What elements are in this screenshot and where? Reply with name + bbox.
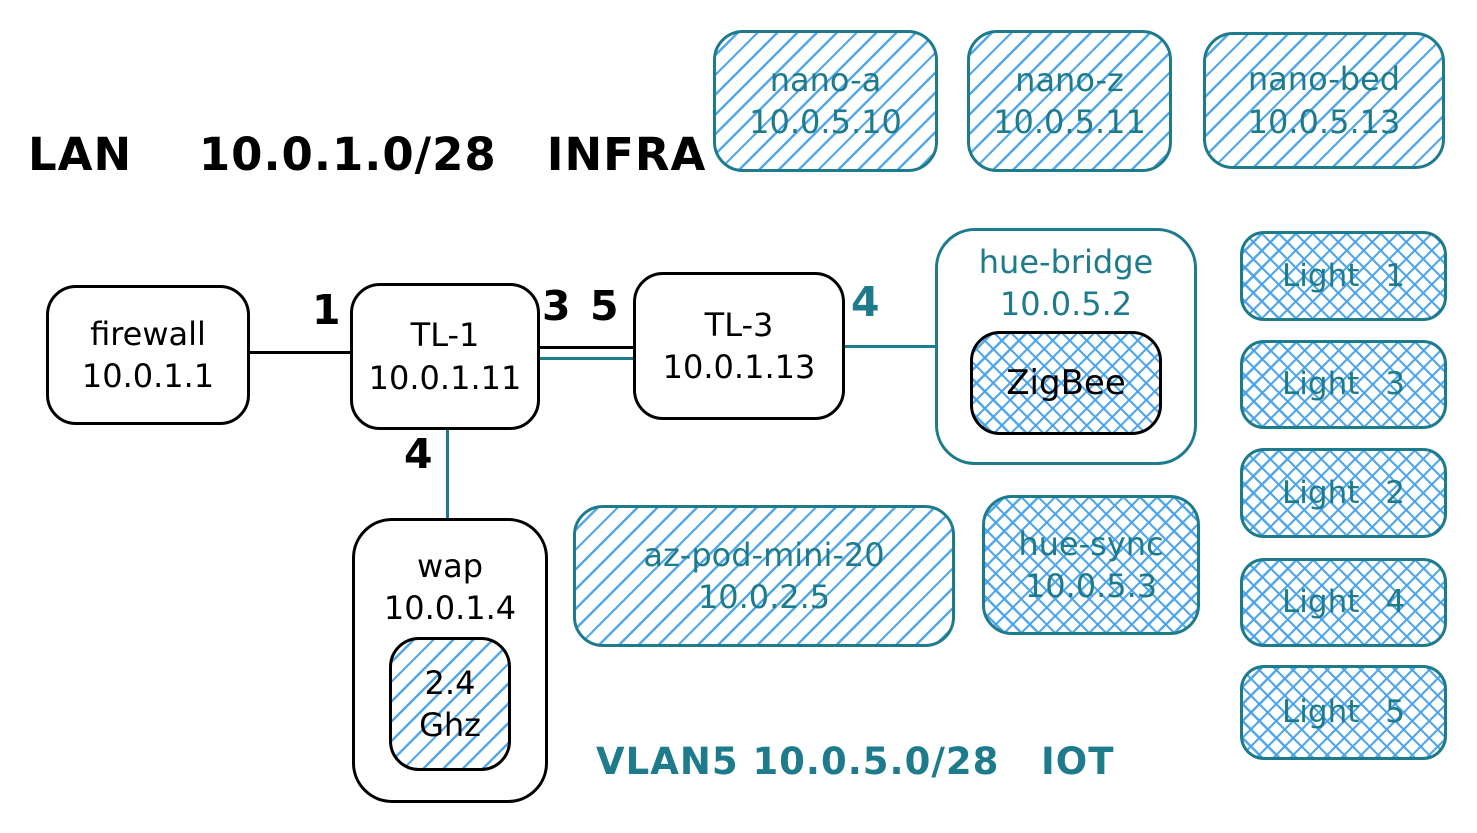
node-az-pod-mini-20-name: az-pod-mini-20 bbox=[643, 535, 885, 574]
node-nano-z: nano-z 10.0.5.11 bbox=[967, 30, 1172, 172]
node-hue-bridge: hue-bridge 10.0.5.2 ZigBee bbox=[935, 228, 1197, 465]
node-light-1-label: Light 1 bbox=[1282, 257, 1405, 294]
link-tl1-tl3-teal bbox=[540, 357, 635, 360]
node-tl1: TL-1 10.0.1.11 bbox=[350, 283, 540, 430]
node-az-pod-mini-20-ip: 10.0.2.5 bbox=[697, 578, 831, 616]
node-light-4: Light 4 bbox=[1240, 558, 1447, 647]
port-label-tl1-port4: 4 bbox=[404, 430, 433, 478]
node-firewall: firewall 10.0.1.1 bbox=[46, 285, 250, 425]
node-nano-bed: nano-bed 10.0.5.13 bbox=[1203, 32, 1445, 169]
node-light-5-label: Light 5 bbox=[1282, 694, 1405, 731]
node-light-2-label: Light 2 bbox=[1282, 474, 1405, 511]
node-firewall-name: firewall bbox=[90, 314, 206, 353]
node-hue-sync-ip: 10.0.5.3 bbox=[1024, 567, 1158, 605]
node-hue-sync-name: hue-sync bbox=[1018, 524, 1164, 563]
node-nano-a-name: nano-a bbox=[769, 60, 882, 99]
node-tl3-name: TL-3 bbox=[704, 305, 774, 344]
node-firewall-ip: 10.0.1.1 bbox=[81, 357, 215, 395]
node-wap-name: wap bbox=[416, 547, 484, 585]
node-wap-radio: 2.4 Ghz bbox=[389, 637, 511, 772]
node-hue-bridge-zigbee: ZigBee bbox=[970, 331, 1162, 436]
node-light-4-label: Light 4 bbox=[1282, 584, 1405, 621]
node-hue-bridge-ip: 10.0.5.2 bbox=[999, 285, 1133, 324]
node-wap: wap 10.0.1.4 2.4 Ghz bbox=[352, 518, 548, 803]
node-light-2: Light 2 bbox=[1240, 448, 1447, 538]
link-firewall-tl1 bbox=[250, 351, 352, 354]
node-nano-a-ip: 10.0.5.10 bbox=[749, 103, 902, 141]
link-tl3-hue-bridge bbox=[845, 345, 937, 348]
node-nano-bed-ip: 10.0.5.13 bbox=[1247, 102, 1401, 141]
node-tl3: TL-3 10.0.1.13 bbox=[633, 272, 845, 420]
lan-subnet-title: LAN 10.0.1.0/28 INFRA bbox=[28, 128, 707, 181]
node-tl1-name: TL-1 bbox=[410, 316, 480, 355]
port-label-tl1-port1: 1 bbox=[312, 286, 341, 334]
node-wap-ip: 10.0.1.4 bbox=[383, 589, 517, 628]
node-light-5: Light 5 bbox=[1240, 665, 1447, 760]
link-tl1-wap bbox=[446, 430, 449, 520]
node-tl1-ip: 10.0.1.11 bbox=[368, 358, 522, 397]
node-nano-z-ip: 10.0.5.11 bbox=[993, 103, 1146, 141]
node-wap-radio-line1: 2.4 bbox=[424, 664, 476, 703]
port-label-tl3-port4: 4 bbox=[851, 278, 880, 326]
port-label-tl1-port3: 3 bbox=[542, 282, 571, 330]
node-light-1: Light 1 bbox=[1240, 231, 1447, 321]
node-nano-a: nano-a 10.0.5.10 bbox=[713, 30, 938, 172]
node-wap-radio-line2: Ghz bbox=[419, 706, 481, 745]
port-label-tl3-port5: 5 bbox=[590, 282, 619, 330]
node-light-3: Light 3 bbox=[1240, 340, 1447, 429]
vlan-subnet-title: VLAN5 10.0.5.0/28 IOT bbox=[596, 740, 1115, 783]
node-tl3-ip: 10.0.1.13 bbox=[662, 348, 816, 386]
node-hue-sync: hue-sync 10.0.5.3 bbox=[982, 495, 1200, 635]
link-tl1-tl3-black bbox=[540, 346, 635, 349]
node-hue-bridge-name: hue-bridge bbox=[978, 243, 1154, 281]
node-az-pod-mini-20: az-pod-mini-20 10.0.2.5 bbox=[573, 505, 955, 647]
node-nano-z-name: nano-z bbox=[1015, 60, 1124, 99]
node-nano-bed-name: nano-bed bbox=[1247, 60, 1401, 99]
node-light-3-label: Light 3 bbox=[1282, 366, 1405, 403]
node-hue-bridge-zigbee-label: ZigBee bbox=[1006, 363, 1126, 404]
